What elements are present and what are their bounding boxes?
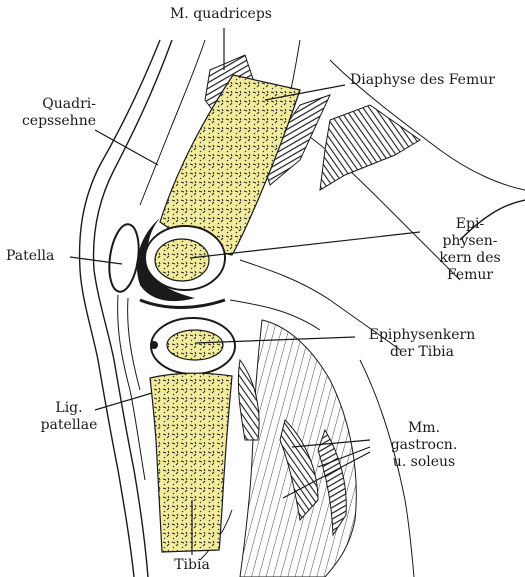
femur-epiphysenkern bbox=[155, 239, 209, 281]
label-epi-tibia-line-2: der Tibia bbox=[352, 344, 492, 361]
label-lig-line-1: Lig. bbox=[34, 400, 104, 417]
label-quadricepssehne: Quadri- cepssehne bbox=[4, 96, 96, 130]
label-lig-patellae: Lig. patellae bbox=[34, 400, 104, 434]
label-mm-gastrocn-u-soleus: Mm. gastrocn. u. soleus bbox=[374, 420, 474, 471]
label-epi-femur-line-4: Femur bbox=[420, 267, 520, 284]
label-quadricepssehne-line-1: Quadri- bbox=[4, 96, 96, 113]
label-m-quadriceps: M. quadriceps bbox=[156, 6, 286, 23]
label-epi-femur-line-1: Epi- bbox=[420, 216, 520, 233]
label-epi-femur-line-3: kern des bbox=[420, 250, 520, 267]
label-gastrocn-line-1: Mm. bbox=[374, 420, 474, 437]
label-epiphysenkern-der-tibia: Epiphysenkern der Tibia bbox=[352, 327, 492, 361]
label-lig-line-2: patellae bbox=[34, 417, 104, 434]
label-epi-femur-line-2: physen- bbox=[420, 233, 520, 250]
label-epiphysenkern-des-femur: Epi- physen- kern des Femur bbox=[420, 216, 520, 284]
tibia-epiphysenkern bbox=[167, 330, 223, 360]
ligamentum-patellae bbox=[118, 295, 145, 480]
small-dark-nodule bbox=[150, 341, 158, 349]
tibia-diaphysis bbox=[150, 373, 232, 552]
label-gastrocn-line-2: gastrocn. bbox=[374, 437, 474, 454]
label-quadricepssehne-line-2: cepssehne bbox=[4, 113, 96, 130]
gastrocnemius-soleus-muscle bbox=[238, 320, 356, 577]
label-tibia: Tibia bbox=[160, 557, 224, 574]
label-epi-tibia-line-1: Epiphysenkern bbox=[352, 327, 492, 344]
label-gastrocn-line-3: u. soleus bbox=[374, 454, 474, 471]
label-diaphyse-des-femur: Diaphyse des Femur bbox=[350, 72, 495, 89]
leader-quadricepssehne bbox=[95, 130, 158, 165]
patella-bone bbox=[105, 222, 142, 293]
label-patella: Patella bbox=[6, 248, 54, 265]
joint-space bbox=[140, 300, 225, 308]
